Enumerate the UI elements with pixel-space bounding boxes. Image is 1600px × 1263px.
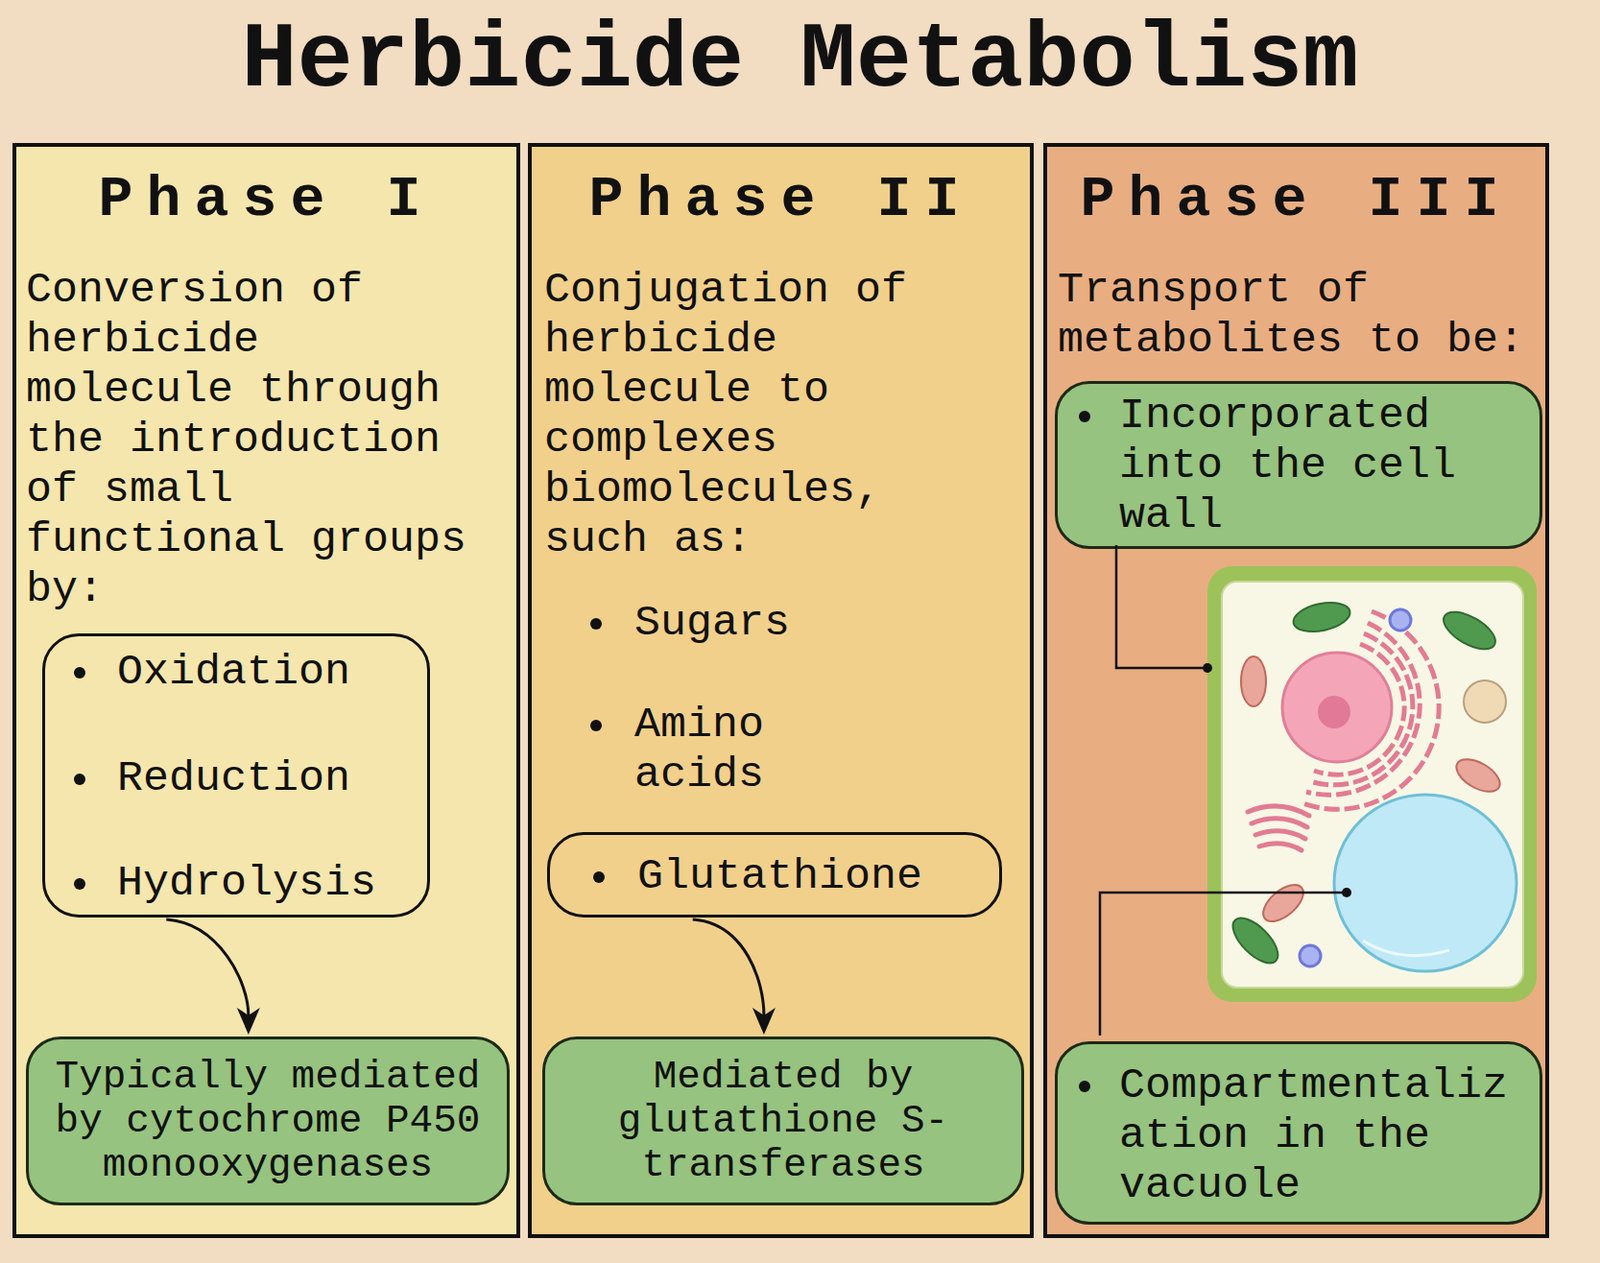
panel-heading: Phase I bbox=[16, 166, 517, 234]
bullet-text: Incorporated into the cell wall bbox=[1119, 391, 1523, 542]
vesicle bbox=[1299, 945, 1321, 967]
text-slot: Incorporated into the cell wall bbox=[1119, 391, 1523, 542]
text-slot: Oxidation bbox=[117, 647, 425, 698]
text-slot: Phase II bbox=[531, 166, 1030, 234]
leader-line bbox=[1099, 892, 1347, 1036]
bullet-text: Compartmentalization in the vacuole bbox=[1119, 1061, 1523, 1212]
panel-heading: Phase II bbox=[531, 166, 1030, 234]
text-slot: Sugars bbox=[634, 598, 923, 649]
note-box: Mediated by glutathione S-transferases bbox=[542, 1036, 1025, 1206]
cell-membrane bbox=[1221, 581, 1524, 988]
text-slot: Phase I bbox=[16, 166, 517, 234]
nucleolus bbox=[1317, 695, 1351, 729]
leader-dot bbox=[1202, 663, 1213, 673]
bullet-dot bbox=[73, 878, 86, 890]
bullet-text: Amino acids bbox=[634, 700, 827, 801]
arrow-line bbox=[166, 919, 249, 1016]
bullet-dot bbox=[590, 618, 602, 630]
panel-body: Conjugation of herbicide molecule to com… bbox=[544, 265, 1005, 566]
text-slot: Amino acids bbox=[634, 700, 827, 801]
golgi bbox=[1247, 806, 1310, 851]
amyloplast bbox=[1463, 680, 1506, 723]
arrow-head bbox=[752, 1007, 776, 1035]
endoplasmic-reticulum bbox=[1302, 611, 1439, 810]
text-slot: Conversion of herbicide molecule through… bbox=[25, 265, 487, 616]
bullet-dot bbox=[73, 667, 86, 679]
text-slot: Compartmentalization in the vacuole bbox=[1119, 1061, 1523, 1212]
text-slot: Hydrolysis bbox=[117, 859, 425, 909]
mitochondria bbox=[1241, 656, 1505, 929]
note-box: Incorporated into the cell wall bbox=[1054, 381, 1543, 550]
text-slot: Mediated by glutathione S-transferases bbox=[545, 1039, 1022, 1203]
arrow-line bbox=[692, 919, 765, 1016]
text-slot: Conjugation of herbicide molecule to com… bbox=[544, 265, 1005, 566]
leader-dot bbox=[1341, 887, 1352, 898]
bullet-dot bbox=[593, 871, 605, 884]
chloroplasts bbox=[1225, 597, 1502, 971]
nucleus bbox=[1282, 652, 1392, 763]
phase-panel: Phase I Conversion of herbicide molecule … bbox=[12, 143, 521, 1239]
bullet-text: Glutathione bbox=[637, 852, 983, 903]
bullet-text: Sugars bbox=[634, 598, 923, 649]
text-slot: Typically mediated by cytochrome P450 mo… bbox=[28, 1039, 507, 1203]
vacuole bbox=[1334, 794, 1517, 972]
curved-arrow bbox=[166, 919, 261, 1035]
phase-panel: Phase II Conjugation of herbicide molecul… bbox=[527, 143, 1034, 1239]
bullet-dot bbox=[590, 719, 602, 732]
cell-wall bbox=[1207, 566, 1537, 1003]
bullet-text: Hydrolysis bbox=[117, 859, 425, 909]
panel-body: Conversion of herbicide molecule through… bbox=[25, 265, 487, 616]
bullet-text: Reduction bbox=[117, 754, 425, 805]
bullet-dot bbox=[1078, 410, 1091, 423]
leader-line bbox=[1116, 545, 1203, 669]
text-slot: Phase III bbox=[1047, 166, 1546, 234]
bullet-box: Glutathione bbox=[547, 832, 1003, 918]
text-slot: Reduction bbox=[117, 754, 425, 805]
note-text: Mediated by glutathione S-transferases bbox=[549, 1054, 1017, 1188]
text-slot: Glutathione bbox=[637, 852, 983, 903]
vesicle bbox=[1389, 609, 1411, 631]
bullet-box: OxidationReductionHydrolysis bbox=[42, 633, 430, 918]
vacuole-shine bbox=[1362, 940, 1450, 956]
bullet-dot bbox=[73, 773, 86, 786]
panel-heading: Phase III bbox=[1047, 166, 1546, 234]
phase-panel: Phase III Transport of metabolites to be:… bbox=[1043, 143, 1550, 1239]
title: Herbicide Metabolism bbox=[0, 7, 1600, 114]
curved-arrow bbox=[692, 919, 776, 1035]
bullet-text: Oxidation bbox=[117, 647, 425, 698]
bullet-dot bbox=[1078, 1080, 1091, 1093]
note-box: Compartmentalization in the vacuole bbox=[1054, 1041, 1543, 1225]
text-slot: Transport of metabolites to be: bbox=[1057, 265, 1543, 366]
arrow-head bbox=[237, 1007, 261, 1035]
note-box: Typically mediated by cytochrome P450 mo… bbox=[25, 1036, 510, 1206]
panel-body: Transport of metabolites to be: bbox=[1057, 265, 1543, 366]
note-text: Typically mediated by cytochrome P450 mo… bbox=[33, 1054, 502, 1188]
